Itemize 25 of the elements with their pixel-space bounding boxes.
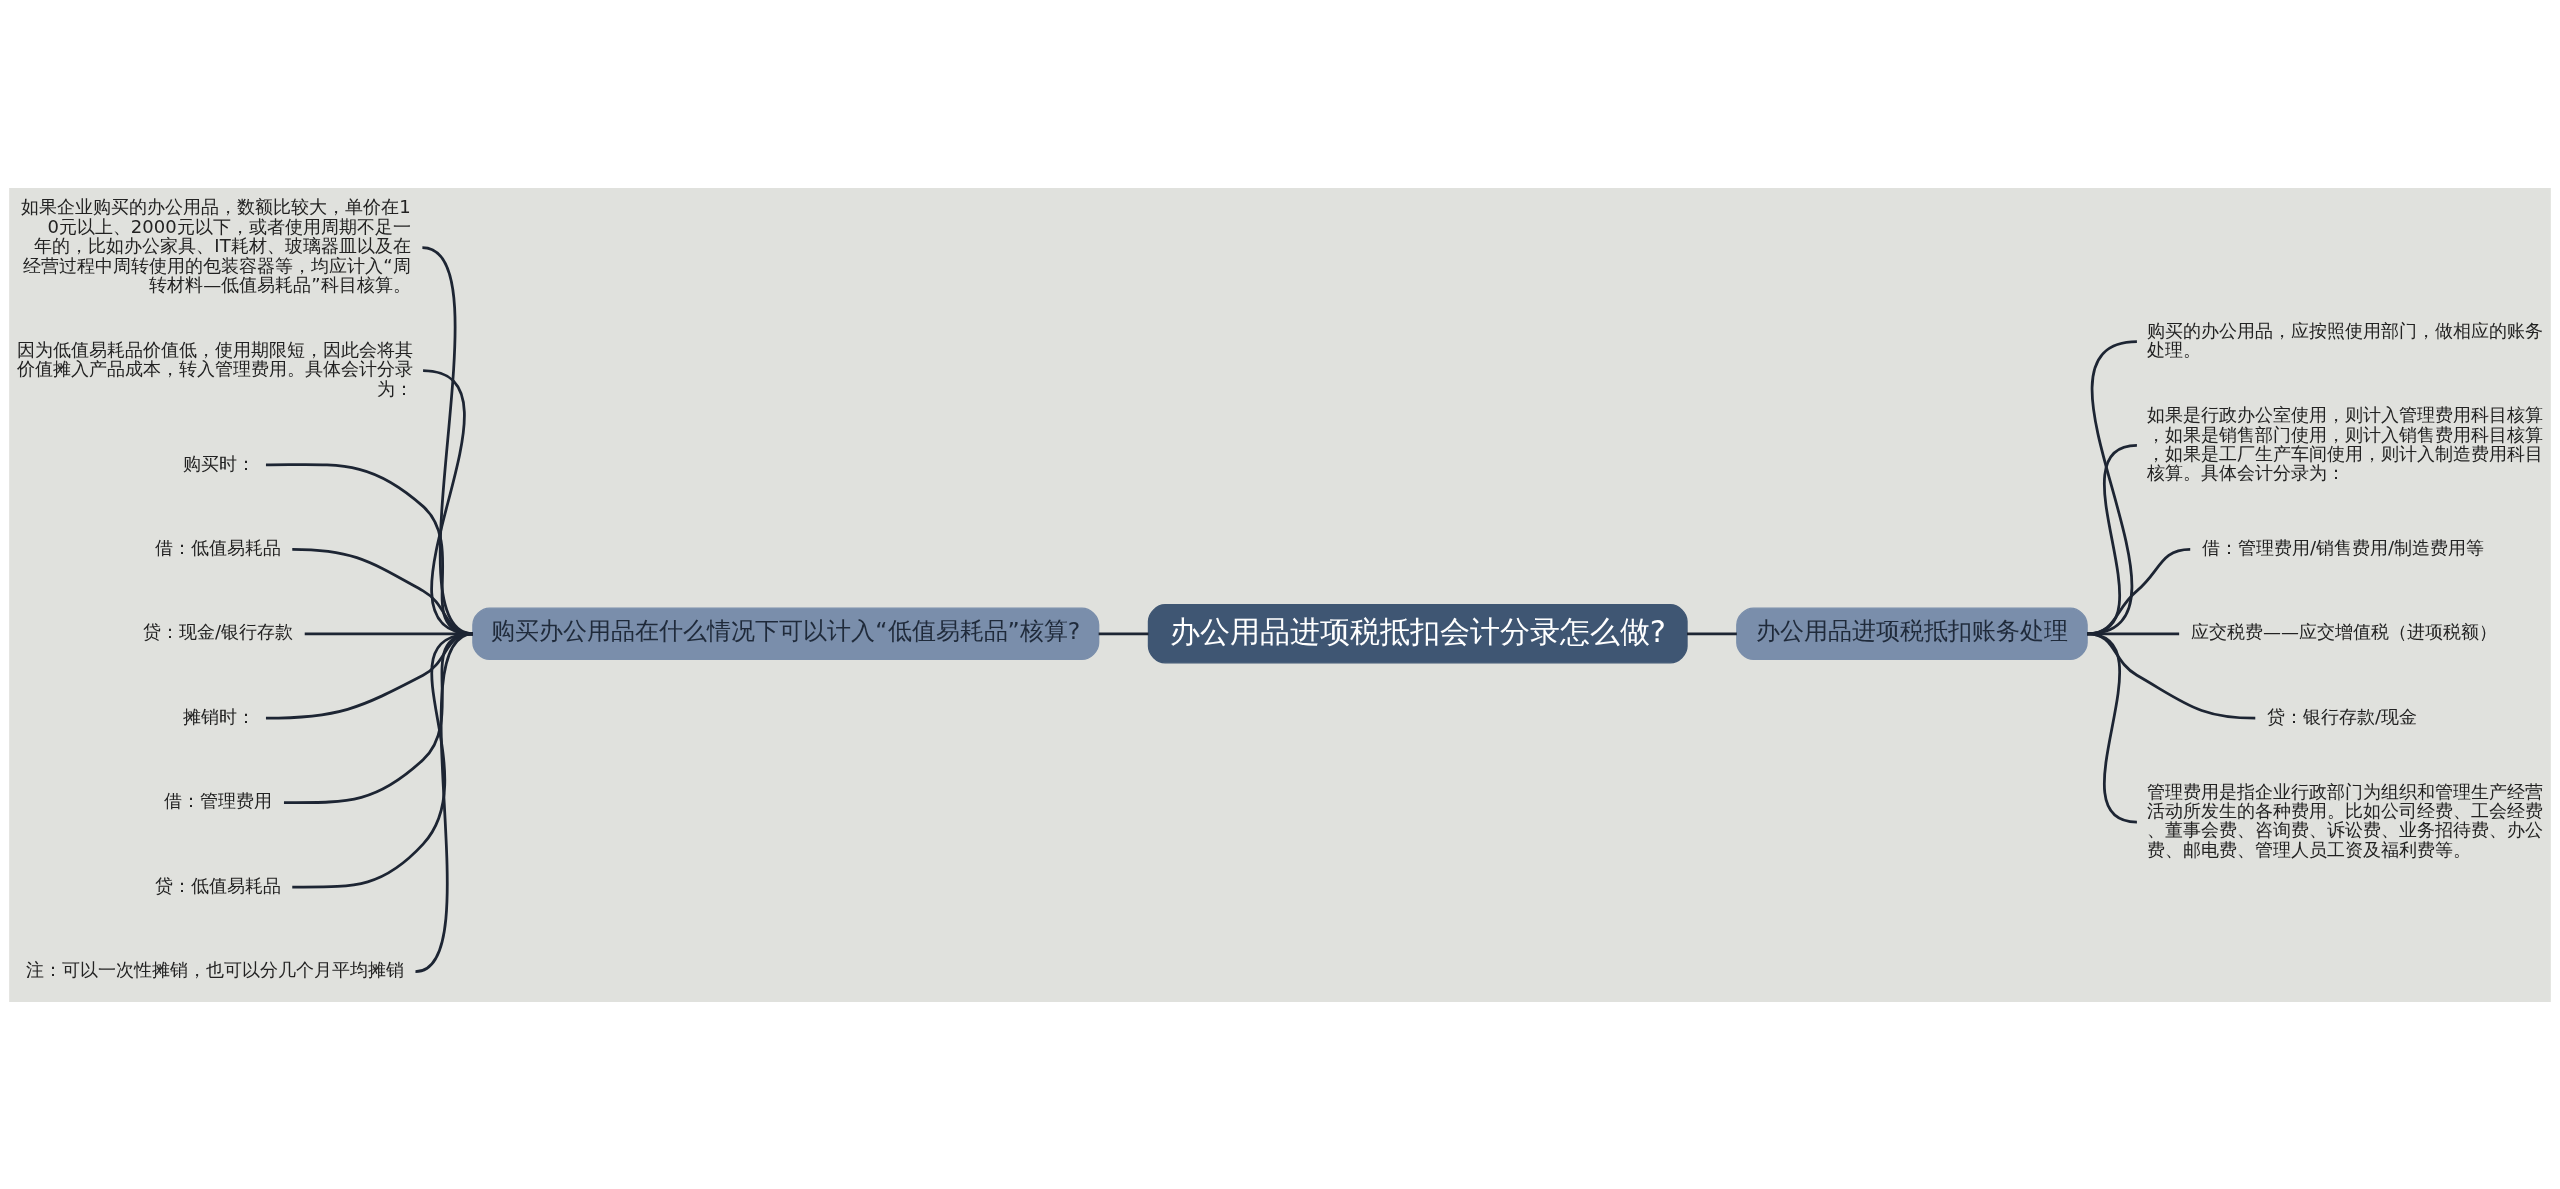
node-text: 应交税费——应交增值税（进项税额） — [2190, 620, 2497, 642]
node-text: 如果是行政办公室使用，则计入管理费用科目核算，如果是销售部门使用，则计入销售费用科目核算，如果是工厂生产车间使用，则计入制造费用科目核算。具体会计分录为： — [2146, 403, 2543, 483]
node-text: 借：管理费用 — [164, 789, 273, 811]
node-text: 贷：低值易耗品 — [155, 874, 282, 896]
node-text: 贷：银行存款/现金 — [2267, 705, 2418, 727]
connector — [2087, 547, 2191, 635]
connector — [1687, 631, 1737, 635]
node-box: 购买办公用品在什么情况下可以计入“低值易耗品”核算? — [472, 606, 1100, 660]
connector — [292, 631, 474, 888]
connector — [2086, 631, 2256, 720]
node-text: 贷：现金/银行存款 — [142, 620, 293, 642]
node-box: 办公用品进项税抵扣会计分录怎么做? — [1147, 603, 1688, 664]
connector — [2087, 631, 2180, 635]
node-text: 借：低值易耗品 — [155, 536, 282, 558]
node-text: 借：管理费用/销售费用/制造费用等 — [2201, 536, 2485, 558]
node-text: 购买的办公用品，应按照使用部门，做相应的账务处理。 — [2146, 319, 2543, 360]
node-text: 管理费用是指企业行政部门为组织和管理生产经营活动所发生的各种费用。比如公司经费、工会经费、董事会费、咨询费、诉讼费、业务招待费、办公费、邮电费、管理人员工资及福利费等。 — [2146, 780, 2543, 860]
node-text: 注：可以一次性摊销，也可以分几个月平均摊销 — [26, 958, 405, 980]
node-box: 办公用品进项税抵扣账务处理 — [1736, 606, 2088, 660]
node-text: 如果企业购买的办公用品，数额比较大，单价在10元以上、2000元以下，或者使用周期不足一年的，比如办公家具、IT耗材、玻璃器皿以及在经营过程中周转使用的包装容器等，均应计入“周转材料—低值易耗品”科目核算。 — [21, 195, 411, 295]
connector — [1098, 631, 1149, 635]
node-text: 因为低值易耗品价值低，使用期限短，因此会将其价值摊入产品成本，转入管理费用。具体会计分录为： — [17, 338, 414, 399]
node-text: 购买时： — [182, 452, 255, 474]
node-text: 摊销时： — [182, 705, 255, 727]
connector — [414, 632, 474, 973]
